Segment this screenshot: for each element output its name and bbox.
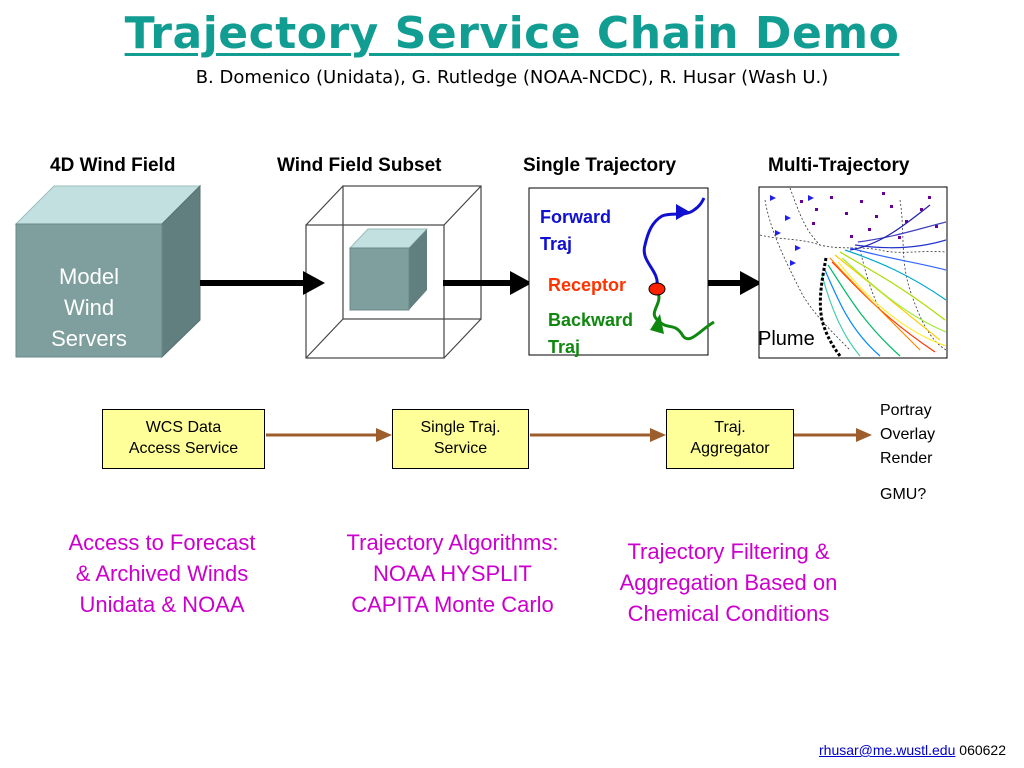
description-line: Trajectory Algorithms: [346,530,559,555]
description-line: Trajectory Filtering & [627,539,830,564]
stage-heading-multi-trajectory: Multi-Trajectory [768,155,910,176]
forward-trajectory-path [642,197,706,288]
forward-trajectory-arrowhead [676,204,690,220]
gmu-label: GMU? [880,486,927,503]
wind-server-cube: Model Wind Servers [14,184,202,359]
output-portray: Portray [880,402,932,419]
output-overlay: Overlay [880,426,936,443]
slide-code: 060622 [959,742,1006,758]
stage-heading-wind-field: 4D Wind Field [50,155,176,176]
description-line: Chemical Conditions [627,601,830,626]
description-line: Unidata & NOAA [79,592,245,617]
site-markers [800,192,938,239]
stage-heading-single-trajectory: Single Trajectory [523,155,677,176]
single-traj-service-box: Single Traj. Service [392,409,529,469]
backward-trajectory-path [652,289,715,341]
wind-subset-cube [348,228,429,311]
description-line: & Archived Winds [75,561,249,586]
output-list: Portray Overlay Render [880,399,935,471]
backward-traj-label-2: Traj [548,337,580,357]
backward-trajectory-arrowhead [650,314,664,334]
service-label-line-1: Single Traj. [420,419,501,436]
service-label-line-2: Access Service [128,440,239,457]
service-label-line-1: Traj. [714,419,746,436]
cube-label-line-1: Model [59,264,119,289]
author-email-link[interactable]: rhusar@me.wustl.edu [819,742,956,758]
cube-label-line-3: Servers [51,326,127,351]
arrow-2-head [510,271,532,295]
description-algorithms: Trajectory Algorithms: NOAA HYSPLIT CAPI… [325,527,580,620]
backward-traj-label-1: Backward [548,310,633,330]
forward-traj-label-1: Forward [540,207,611,227]
stage-heading-wind-subset: Wind Field Subset [277,155,442,176]
cube-label-line-2: Wind [64,295,114,320]
plume-label: Plume [758,328,815,350]
page-title: Trajectory Service Chain Demo [124,8,900,59]
description-line: NOAA HYSPLIT [373,561,532,586]
wcs-data-access-service-box: WCS Data Access Service [102,409,265,469]
service-label-line-2: Aggregator [690,440,770,457]
receptor-label: Receptor [548,275,626,295]
wind-markers [770,195,814,266]
plume-trajectories [821,204,946,357]
black-trajectory [818,257,842,357]
multi-trajectory-map: Plume [758,186,948,359]
description-access: Access to Forecast & Archived Winds Unid… [52,527,272,620]
service-label-line-1: WCS Data [145,419,222,436]
arrow-3-head [740,271,762,295]
stage-arrows [200,271,762,295]
forward-traj-label-2: Traj [540,234,572,254]
description-line: Aggregation Based on [619,570,838,595]
description-line: CAPITA Monte Carlo [351,592,554,617]
page-subtitle: B. Domenico (Unidata), G. Rutledge (NOAA… [195,67,829,88]
service-chain-arrows [266,428,872,442]
arrow-1-head [303,271,325,295]
output-render: Render [880,450,933,467]
description-line: Access to Forecast [68,530,256,555]
receptor-marker [648,282,666,296]
traj-aggregator-box: Traj. Aggregator [666,409,794,469]
single-trajectory-panel: Forward Traj Receptor Backward Traj [528,187,715,357]
service-label-line-2: Service [433,440,488,457]
footer: rhusar@me.wustl.edu 060622 [819,742,1006,758]
description-filtering: Trajectory Filtering & Aggregation Based… [596,536,861,629]
cube-front-face [15,223,163,358]
